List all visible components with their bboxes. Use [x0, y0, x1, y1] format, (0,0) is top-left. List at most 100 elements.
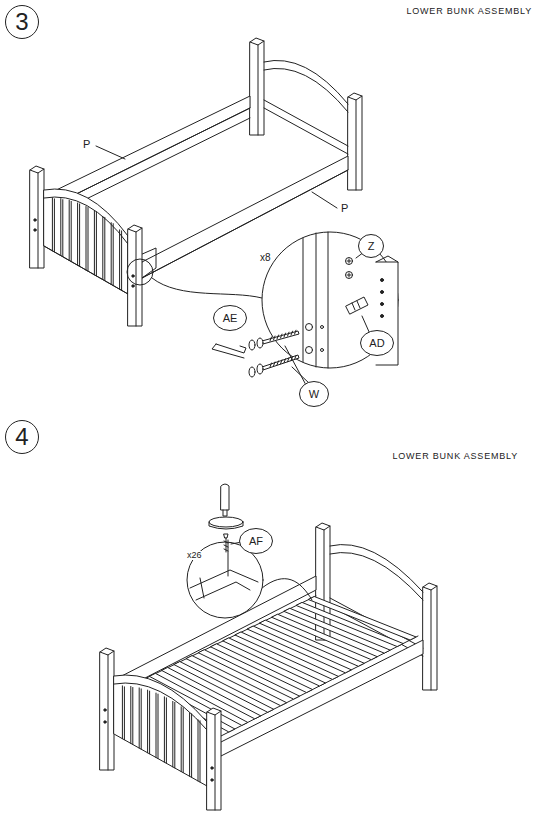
head-end-frame	[34, 219, 36, 221]
detail-view	[346, 297, 368, 314]
callout-letter: Z	[358, 234, 384, 258]
foot-end-frame	[174, 702, 175, 767]
foot-end-frame	[207, 711, 221, 810]
head-end-frame	[60, 199, 61, 256]
head-end-frame	[88, 208, 89, 272]
foot-end-frame	[211, 779, 213, 781]
back-end-frame	[348, 93, 362, 190]
bolt-and-key	[277, 335, 279, 339]
foot-end-frame	[104, 721, 106, 723]
foot-end-frame	[191, 714, 192, 777]
head-end-frame	[34, 229, 36, 231]
screw-detail	[187, 484, 312, 618]
detail-view	[321, 349, 324, 352]
foot-end-frame	[211, 767, 213, 769]
detail-leader	[127, 259, 153, 285]
bolt-and-key	[270, 363, 272, 367]
foot-end-frame	[141, 689, 142, 749]
foot-end-frame	[132, 687, 133, 744]
screw-detail	[223, 510, 227, 516]
detail-view	[381, 279, 384, 282]
detail-view	[346, 258, 353, 265]
detail-view	[381, 315, 384, 318]
bolt-and-key	[257, 338, 263, 348]
head-end-frame	[128, 225, 142, 326]
back-end-frame	[264, 60, 348, 112]
bolt-and-key	[291, 331, 293, 335]
back-end-frame	[423, 586, 437, 690]
step-number-text: 3	[15, 10, 28, 34]
foot-end-frame	[100, 648, 221, 810]
bolt-and-key	[257, 364, 263, 374]
bolt-and-key	[284, 333, 286, 337]
callout-letter: AF	[239, 528, 273, 554]
leader-line	[96, 146, 125, 159]
detail-view	[303, 232, 328, 368]
foot-end-frame	[147, 690, 148, 753]
foot-end-frame	[100, 648, 114, 770]
foot-end-frame	[183, 708, 184, 773]
detail-view	[347, 273, 351, 277]
callout-circle	[361, 331, 394, 356]
callout-letter-text: AE	[223, 313, 238, 324]
detail-view	[262, 232, 398, 368]
bolt-and-key	[288, 358, 290, 362]
callout-circle	[240, 529, 273, 554]
bolt-and-key	[281, 334, 283, 338]
callout-letter-text: AD	[369, 338, 384, 349]
callout-letter: AD	[360, 330, 394, 356]
quantity: x26	[186, 551, 203, 560]
detail-view	[362, 316, 370, 334]
step-number: 4	[5, 420, 39, 454]
foot-end-frame	[114, 683, 207, 730]
foot-end-frame	[122, 686, 123, 739]
bolt-and-key	[285, 346, 310, 385]
head-end-frame	[30, 166, 142, 326]
head-end-frame	[30, 169, 44, 268]
head-end-frame	[113, 224, 114, 286]
detail-view	[352, 301, 360, 310]
foot-end-frame	[181, 707, 182, 772]
bed-slat	[296, 603, 403, 647]
foot-end-frame	[166, 698, 167, 763]
bolt-and-key	[277, 361, 279, 365]
detail-view	[346, 272, 353, 279]
bolt-and-key	[284, 359, 286, 363]
head-end-frame	[96, 212, 97, 276]
head-end-frame	[79, 204, 80, 266]
bed-slat	[284, 608, 390, 653]
detail-view	[381, 291, 384, 294]
leader-line	[96, 146, 337, 208]
callout-circle	[6, 6, 39, 39]
head-end-frame	[102, 216, 103, 279]
detail-leader	[127, 259, 262, 298]
bolt-and-key	[262, 331, 299, 344]
screw-detail	[209, 522, 243, 529]
foot-end-frame	[122, 686, 200, 782]
foot-end-frame	[198, 720, 199, 781]
screw-detail	[190, 570, 258, 600]
head-end-frame	[132, 285, 134, 287]
bolt-and-key	[249, 367, 255, 377]
detail-view	[321, 326, 324, 329]
foot-end-frame	[130, 686, 131, 743]
bolt-and-key	[212, 330, 310, 385]
quantity: x8	[259, 253, 272, 263]
head-end-frame	[69, 200, 70, 260]
head-end-frame	[104, 217, 105, 280]
callout-circle	[6, 421, 39, 454]
callout-letter: W	[299, 381, 329, 407]
detail-view	[306, 324, 313, 331]
step-number-text: 4	[15, 425, 28, 449]
back-end-frame	[250, 41, 264, 135]
head-end-frame	[52, 198, 121, 290]
bolt-and-key	[274, 362, 276, 366]
screw-detail	[209, 517, 243, 527]
back-end-frame	[250, 38, 264, 135]
callout-circle	[300, 382, 329, 407]
foot-end-frame	[189, 713, 190, 776]
back-end-frame	[348, 96, 362, 190]
head-end-frame	[111, 223, 112, 285]
back-end-frame	[423, 583, 437, 690]
back-end-frame	[264, 100, 348, 154]
